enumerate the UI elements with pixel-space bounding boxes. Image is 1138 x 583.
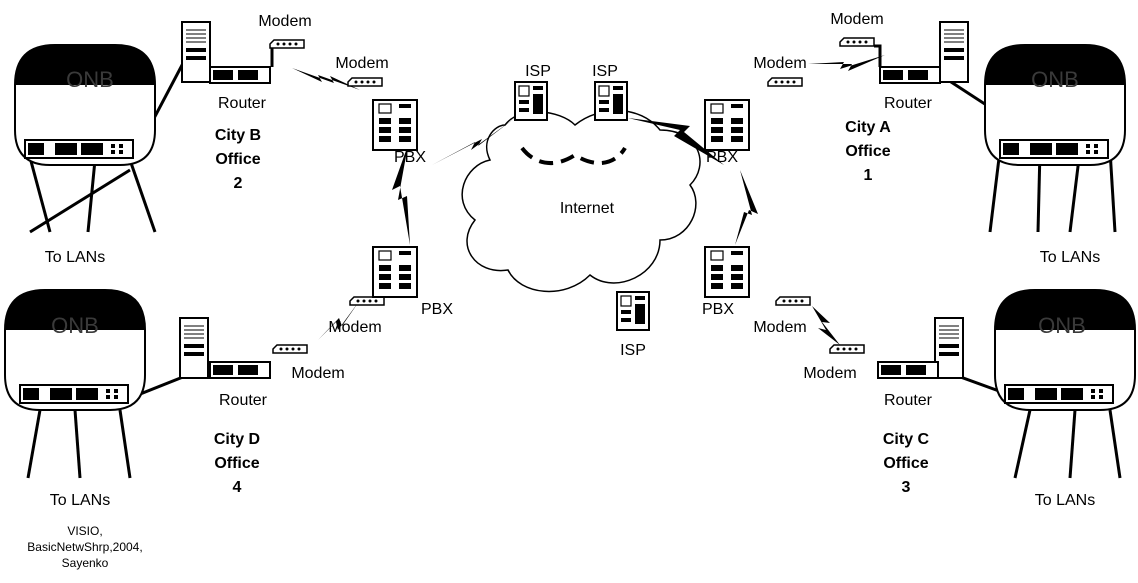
office-name: City B [215, 127, 261, 144]
server-icon [939, 21, 969, 83]
office-c-group: ONB Modem Modem Router PBX City C Office… [702, 246, 1136, 509]
modem-icon [347, 77, 383, 87]
modem-label: Modem [803, 365, 856, 382]
link-modem-d [318, 300, 360, 340]
credit-line: VISIO, [67, 524, 102, 538]
switch-icon [999, 139, 1109, 159]
modem-icon [775, 296, 811, 306]
office-a-group: ONB Modem Modem Router PBX City A Office… [704, 11, 1126, 266]
office-d-group: ONB Modem Modem Router PBX City D Office… [4, 246, 453, 509]
link-pbx-a-pbx-c [735, 170, 758, 245]
router-label: Router [884, 392, 933, 409]
link-pbx-b-pbx-d [392, 145, 410, 245]
switch-icon [19, 384, 129, 404]
server-icon [934, 317, 964, 379]
modem-icon [349, 296, 385, 306]
link-isp-pbx-a [628, 118, 724, 165]
link-modem-c [812, 306, 840, 345]
to-lans-label: To LANs [45, 249, 105, 266]
credit-note: VISIO, BasicNetwShrp,2004, Sayenko [27, 524, 142, 570]
pbx-icon [372, 99, 418, 151]
router-label: Router [884, 95, 933, 112]
modem-label: Modem [830, 11, 883, 28]
office-name: City A [845, 119, 891, 136]
onb-label: ONB [1038, 313, 1086, 338]
server-icon [594, 81, 628, 121]
to-lans-label: To LANs [1040, 249, 1100, 266]
isp-server-left: ISP [514, 63, 551, 121]
server-icon [514, 81, 548, 121]
credit-line: Sayenko [62, 556, 109, 570]
router-icon [877, 361, 939, 379]
office-name: Office [845, 143, 890, 160]
switch-icon [1004, 384, 1114, 404]
office-number: 4 [233, 479, 242, 496]
internet-label: Internet [560, 200, 615, 217]
onb-label: ONB [66, 67, 114, 92]
modem-label: Modem [753, 55, 806, 72]
server-icon [181, 21, 211, 83]
router-icon [209, 361, 271, 379]
modem-icon [767, 77, 803, 87]
pbx-label: PBX [706, 149, 738, 166]
modem-label: Modem [291, 365, 344, 382]
modem-label: Modem [328, 319, 381, 336]
server-icon [616, 291, 650, 331]
server-icon [179, 317, 209, 379]
office-name: Office [883, 455, 928, 472]
isp-server-bottom: ISP [616, 291, 650, 359]
office-name: Office [215, 151, 260, 168]
modem-icon [269, 39, 305, 49]
office-number: 1 [864, 167, 873, 184]
modem-label: Modem [335, 55, 388, 72]
router-icon [209, 66, 271, 84]
isp-label: ISP [620, 342, 646, 359]
office-name: Office [214, 455, 259, 472]
modem-icon [829, 344, 865, 354]
router-icon [879, 66, 941, 84]
office-name: City D [214, 431, 260, 448]
office-number: 2 [234, 175, 243, 192]
office-b-group: ONB Modem Modem Router PBX City B Office… [14, 13, 426, 266]
pbx-label: PBX [702, 301, 734, 318]
pbx-icon [704, 99, 750, 151]
pbx-icon [704, 246, 750, 298]
switch-icon [24, 139, 134, 159]
internet-cloud: Internet [461, 109, 701, 293]
modem-label: Modem [753, 319, 806, 336]
to-lans-label: To LANs [50, 492, 110, 509]
isp-label: ISP [592, 63, 618, 80]
pbx-label: PBX [421, 301, 453, 318]
modem-icon [839, 37, 875, 47]
router-label: Router [218, 95, 267, 112]
lightning-links [292, 55, 885, 345]
to-lans-label: To LANs [1035, 492, 1095, 509]
onb-label: ONB [1031, 67, 1079, 92]
pbx-icon [372, 246, 418, 298]
router-label: Router [219, 392, 268, 409]
office-number: 3 [902, 479, 911, 496]
link-modem-b [292, 68, 360, 90]
office-name: City C [883, 431, 930, 448]
modem-label: Modem [258, 13, 311, 30]
onb-label: ONB [51, 313, 99, 338]
credit-line: BasicNetwShrp,2004, [27, 540, 142, 554]
link-modem-a [808, 55, 885, 71]
isp-server-right: ISP [592, 63, 628, 121]
modem-icon [272, 344, 308, 354]
isp-label: ISP [525, 63, 551, 80]
pbx-label: PBX [394, 149, 426, 166]
